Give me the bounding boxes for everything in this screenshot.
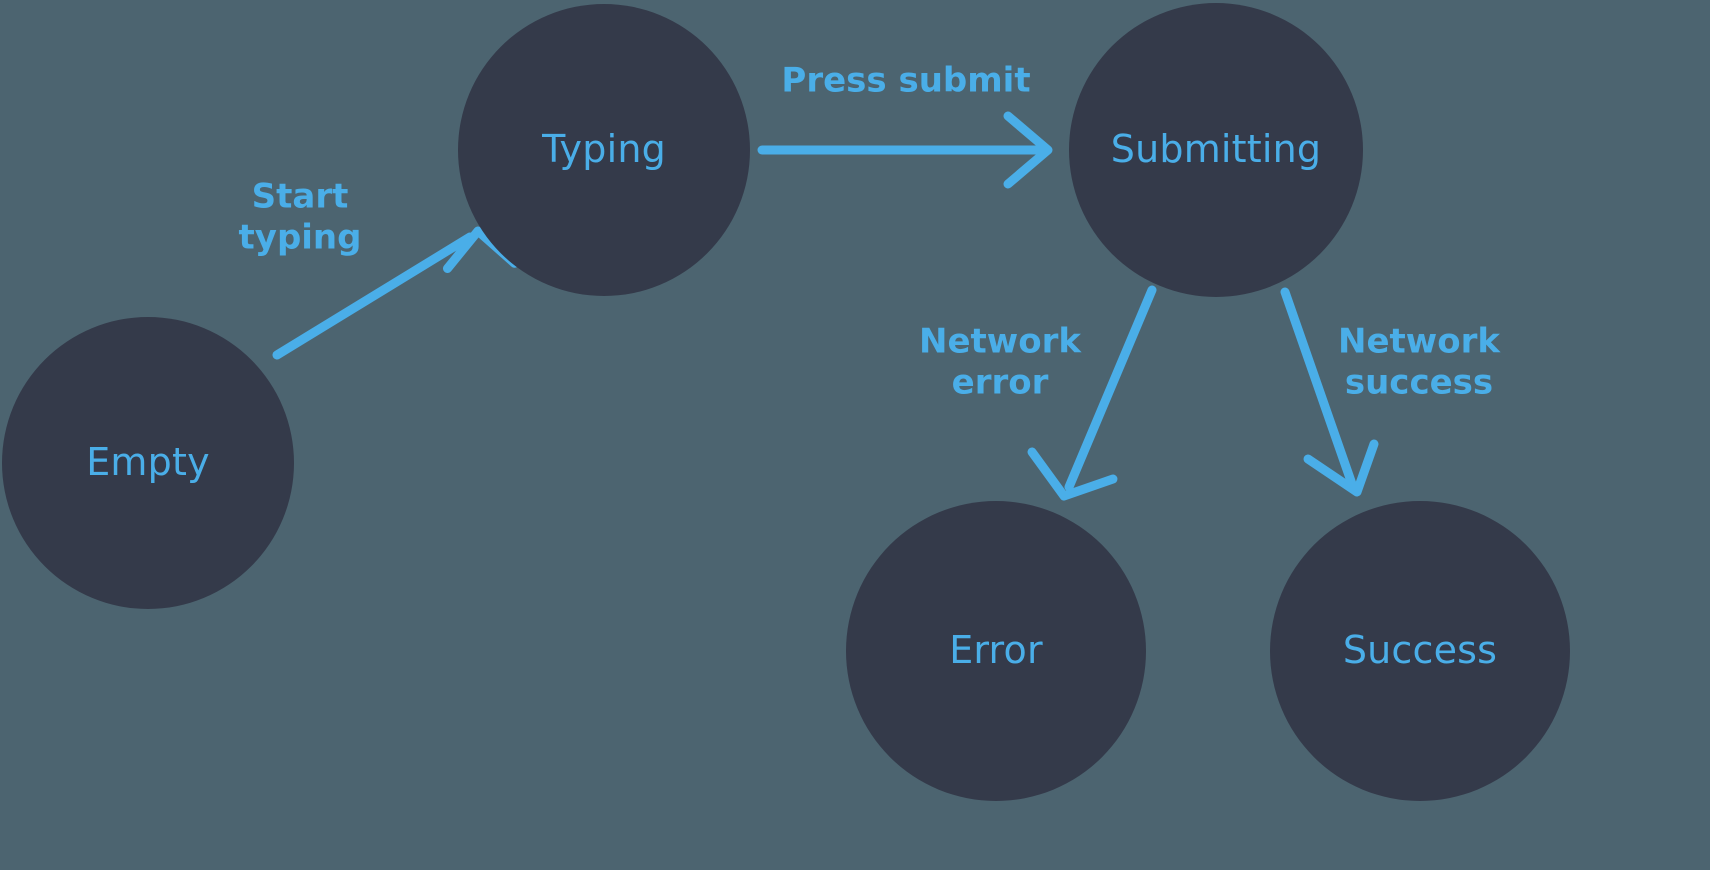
transition-arrow-network-error [1027, 285, 1157, 501]
state-label-typing: Typing [542, 127, 666, 172]
state-node-submitting[interactable]: Submitting [1069, 3, 1363, 297]
arrow-shaft [1064, 285, 1157, 492]
arrow-head [1027, 447, 1118, 501]
arrow-head [1303, 439, 1379, 497]
state-node-success[interactable]: Success [1270, 501, 1570, 801]
state-node-typing[interactable]: Typing [458, 4, 750, 296]
state-label-submitting: Submitting [1110, 127, 1322, 172]
transition-label-network-success: Network success [1338, 321, 1500, 403]
state-label-error: Error [949, 628, 1043, 673]
state-node-empty[interactable]: Empty [2, 317, 294, 609]
arrow-shaft [272, 232, 475, 360]
state-node-error[interactable]: Error [846, 501, 1146, 801]
state-label-empty: Empty [86, 440, 210, 485]
state-label-success: Success [1342, 628, 1498, 673]
transition-label-press-submit: Press submit [781, 60, 1031, 101]
transition-arrow-press-submit [757, 111, 1053, 189]
arrow-head [1003, 111, 1053, 189]
transition-label-network-error: Network error [919, 321, 1081, 403]
transition-arrow-network-success [1280, 287, 1379, 497]
arrow-shaft [1280, 287, 1357, 489]
transition-label-start-typing: Start typing [238, 176, 362, 258]
